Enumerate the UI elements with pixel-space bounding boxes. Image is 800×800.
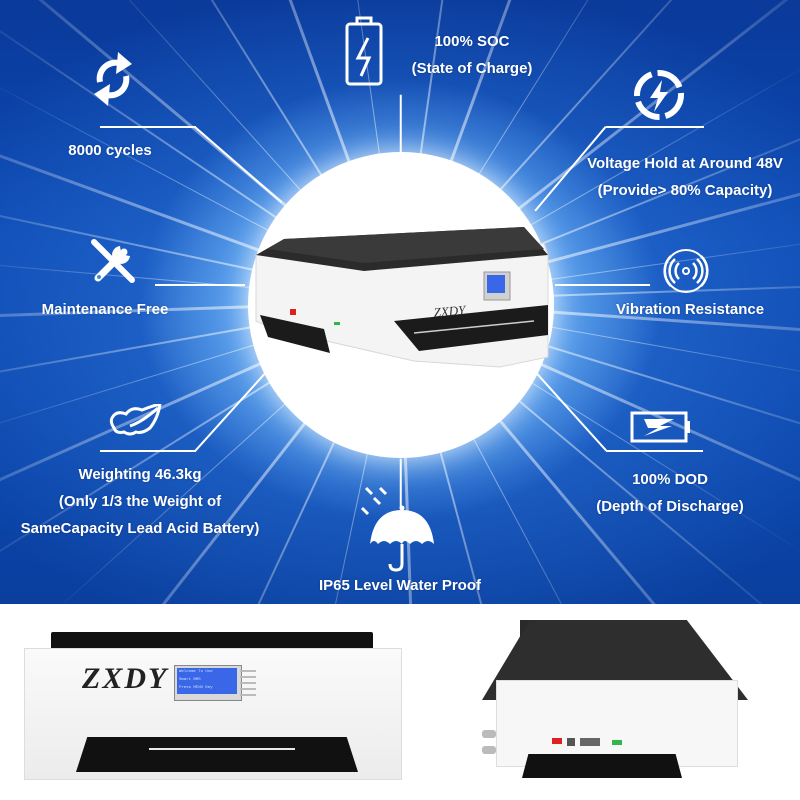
- lcd-panel: Welcome To Use Smart BMS Press MENU Key: [174, 665, 242, 701]
- connector-line-soc: [400, 94, 402, 157]
- connector-line-vibration: [555, 284, 650, 286]
- connector-line-weight-h: [100, 450, 196, 452]
- status-indicators: [240, 670, 256, 700]
- connector-line-weight-d: [194, 372, 266, 452]
- feature-voltage-text: Voltage Hold at Around 48V (Provide> 80%…: [587, 155, 783, 199]
- battery-discharge-icon: [630, 411, 692, 443]
- feature-weight-text: Weighting 46.3kg (Only 1/3 the Weight of…: [20, 466, 260, 537]
- connector-line-voltage-h: [606, 126, 704, 128]
- front-vent: [76, 737, 358, 772]
- product-views: ZXDY Welcome To Use Smart BMS Press MENU…: [0, 604, 800, 800]
- connector-line-cycles-h: [100, 126, 196, 128]
- battery-charge-icon: [344, 16, 384, 88]
- wrench-screwdriver-icon: [88, 236, 138, 286]
- vibration-signal-icon: [663, 248, 709, 294]
- feature-maintenance-text: Maintenance Free: [41, 301, 169, 318]
- feature-soc-text: 100% SOC (State of Charge): [411, 33, 533, 77]
- feature-vibration-text: Vibration Resistance: [615, 301, 765, 318]
- umbrella-rain-icon: [356, 486, 436, 572]
- feature-waterproof-text: IP65 Level Water Proof: [319, 577, 481, 594]
- connector-line-maintenance: [155, 284, 245, 286]
- connector-line-dod-d: [535, 372, 607, 452]
- refresh-cycle-icon: [86, 48, 140, 110]
- feature-cycles-text: 8000 cycles: [68, 142, 152, 159]
- battery-front-view: ZXDY Welcome To Use Smart BMS Press MENU…: [24, 632, 402, 792]
- feature-banner: 100% SOC (State of Charge) 8000 cycles V…: [0, 0, 800, 604]
- connector-line-dod-h: [606, 450, 703, 452]
- power-bolt-circle-icon: [632, 68, 686, 122]
- battery-product-image: ZXDY: [254, 225, 550, 370]
- svg-text:ZXDY: ZXDY: [433, 302, 468, 320]
- brand-logo: ZXDY: [82, 662, 169, 695]
- feature-dod-text: 100% DOD (Depth of Discharge): [596, 471, 744, 515]
- battery-side-view: [482, 620, 752, 780]
- leaf-icon: [104, 404, 164, 444]
